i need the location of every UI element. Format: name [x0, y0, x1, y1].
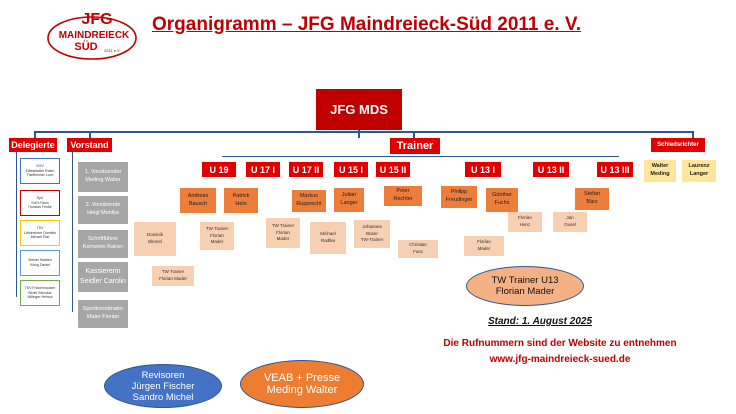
- connector-line: [89, 131, 91, 139]
- delegate-box: TSV Frickenhausen Birbel Sieczkar Millin…: [20, 280, 60, 306]
- connector-line: [72, 152, 73, 312]
- page-title: Organigramm – JFG Maindreieck-Süd 2011 e…: [152, 14, 582, 35]
- section-trainer: Trainer: [390, 138, 440, 154]
- coach-box: Peter Rechter: [384, 186, 422, 206]
- team-box: U 17 II: [289, 162, 323, 177]
- coach-box: Markus Rupprecht: [292, 190, 326, 212]
- logo-year: 2011 e.V.: [104, 48, 121, 53]
- assistant-box: Jan Ousel: [553, 212, 587, 232]
- coach-box: Günther Fuchs: [486, 188, 518, 212]
- coach-box: Philipp Freudinger: [441, 186, 477, 208]
- connector-line: [34, 131, 694, 133]
- team-box: U 13 III: [597, 162, 633, 177]
- assistant-box: TW Trainer Florian Mader: [200, 222, 234, 250]
- team-box: U 19: [202, 162, 236, 177]
- assistant-box: Dominik Blemel: [134, 222, 176, 256]
- logo-jfg: JFG: [81, 11, 113, 28]
- connector-line: [16, 152, 17, 297]
- board-member: Kassiererin Seidler Carolin: [78, 262, 128, 292]
- board-member: 2. Vorsitzende Heigl Monika: [78, 196, 128, 224]
- veab-presse-oval: VEAB + Presse Meding Walter: [240, 360, 364, 408]
- team-box: U 13 II: [533, 162, 569, 177]
- board-member: Sportkoordinator Maier Florian: [78, 300, 128, 328]
- logo-swoosh-icon: [47, 16, 137, 60]
- club-logo: JFG MAINDREIECK SÜD 2011 e.V.: [44, 8, 144, 62]
- coach-box: Patrick Hein: [224, 188, 258, 213]
- info-text: Die Rufnummern sind der Website zu entne…: [392, 336, 728, 368]
- assistant-box: Christian Fass: [398, 240, 438, 258]
- section-delegierte: Delegierte: [9, 138, 57, 152]
- delegate-box: TSV Löhnheimer Dombirk Menzel Etat: [20, 220, 60, 246]
- board-member: 1. Vorsitzender Meding Walter: [78, 162, 128, 192]
- assistant-box: Florian Henz: [508, 212, 542, 232]
- coach-box: Andreas Bausch: [180, 188, 216, 213]
- stand-date: Stand: 1. August 2025: [487, 316, 593, 327]
- connector-line: [692, 131, 694, 139]
- logo-maindreieck: MAINDREIECK: [58, 30, 130, 41]
- referee-box: Laurenz Langer: [682, 160, 716, 182]
- assistant-box: TW Trainer Florian Mader: [266, 218, 300, 248]
- coach-box: Stefan Bärz: [575, 188, 609, 210]
- connector-line: [413, 131, 415, 139]
- top-box-jfg-mds: JFG MDS: [316, 89, 402, 130]
- referee-box: Walter Meding: [644, 160, 676, 182]
- section-schiedsrichter: Schiedsrichter: [651, 138, 705, 152]
- board-member: Schriftführer Kernwein Rainer: [78, 230, 128, 258]
- delegate-box: SpV SoFs Rann Hunslas Fenke: [20, 190, 60, 216]
- info-phone-note: Die Rufnummern sind der Website zu entne…: [443, 338, 677, 349]
- delegate-box: SGV Eibelstadter Roten Theilheimer Loch: [20, 158, 60, 184]
- assistant-box: Florian Mader: [464, 236, 504, 256]
- assistant-box: TW Trainer Florian Mader: [152, 266, 194, 286]
- team-box: U 15 II: [376, 162, 410, 177]
- info-website: www.jfg-maindreieck-sued.de: [489, 353, 631, 365]
- logo-sued: SÜD: [74, 41, 98, 53]
- connector-line: [358, 130, 360, 138]
- team-box: U 13 I: [465, 162, 501, 177]
- assistant-box: Michael Radtke: [310, 222, 346, 254]
- revisoren-oval: Revisoren Jürgen Fischer Sandro Michel: [104, 364, 222, 408]
- connector-line: [34, 131, 36, 139]
- team-box: U 17 I: [246, 162, 280, 177]
- assistant-box: Johannes Büser TW-Trainer: [354, 220, 390, 248]
- connector-line: [222, 156, 619, 157]
- delegate-box: Menier Martien König Daniel: [20, 250, 60, 276]
- section-vorstand: Vorstand: [67, 138, 112, 152]
- team-box: U 15 I: [334, 162, 368, 177]
- coach-box: Julian Langer: [334, 188, 364, 212]
- tw-trainer-oval: TW Trainer U13 Florian Mader: [466, 266, 584, 306]
